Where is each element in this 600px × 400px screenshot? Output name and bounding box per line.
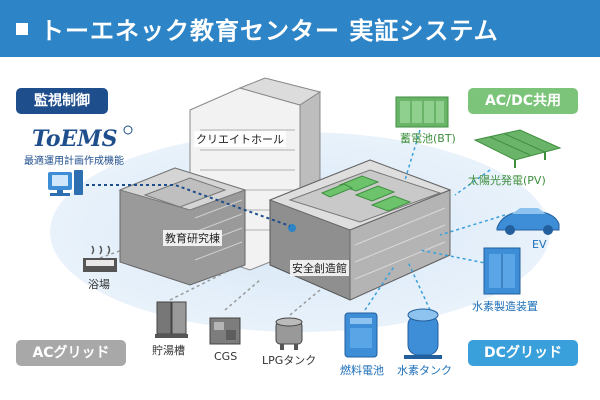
page-title: トーエネック教育センター 実証システム xyxy=(40,17,499,45)
lpg-tank-label: LPGタンク xyxy=(262,354,317,367)
ev-icon xyxy=(496,208,560,235)
network-line xyxy=(80,184,291,227)
bath-icon xyxy=(83,245,117,272)
header-bar: トーエネック教育センター 実証システム xyxy=(0,0,600,57)
svg-text:ToEMS: ToEMS xyxy=(32,126,118,152)
cgs-label: CGS xyxy=(214,350,238,363)
create-hall-label: クリエイトホール xyxy=(194,131,286,147)
hot-water-tank-label: 貯湯槽 xyxy=(152,344,185,357)
education-lab-label: 教育研究棟 xyxy=(163,230,222,246)
hydrogen-device-label: 水素製造装置 xyxy=(472,300,538,313)
hot-water-tank-icon xyxy=(155,301,188,338)
bath-label: 浴場 xyxy=(88,278,110,291)
hydrogen-tank-icon xyxy=(404,308,442,359)
dc-grid-badge: DCグリッド xyxy=(468,340,578,366)
ac-grid-lines xyxy=(99,239,321,316)
system-diagram: ToEMS xyxy=(32,77,562,359)
safety-hall-label: 安全創造館 xyxy=(290,260,349,276)
toems-subtitle: 最適運用計画作成機能 xyxy=(24,156,124,167)
solar-label: 太陽光発電(PV) xyxy=(468,174,546,187)
acdc-shared-badge: AC/DC共用 xyxy=(468,88,578,114)
education-building xyxy=(118,167,247,286)
roof-solar-panels xyxy=(320,175,412,212)
fuel-cell-label: 燃料電池 xyxy=(340,364,384,377)
lpg-tank-icon xyxy=(275,317,303,350)
cgs-icon xyxy=(209,317,241,345)
toems-logo: ToEMS xyxy=(32,125,133,152)
hydrogen-device-icon xyxy=(483,247,521,295)
pc-icon xyxy=(48,170,83,196)
ac-grid-badge: ACグリッド xyxy=(16,340,126,366)
monitoring-badge: 監視制御 xyxy=(16,88,108,114)
battery-icon xyxy=(395,96,449,128)
battery-label: 蓄電池(BT) xyxy=(400,132,456,145)
fuel-cell-icon xyxy=(344,312,378,358)
square-icon xyxy=(16,22,28,35)
hydrogen-tank-label: 水素タンク xyxy=(397,364,452,377)
solar-panel-icon xyxy=(473,129,562,168)
dc-grid-lines xyxy=(364,129,506,311)
ev-label: EV xyxy=(532,238,547,251)
